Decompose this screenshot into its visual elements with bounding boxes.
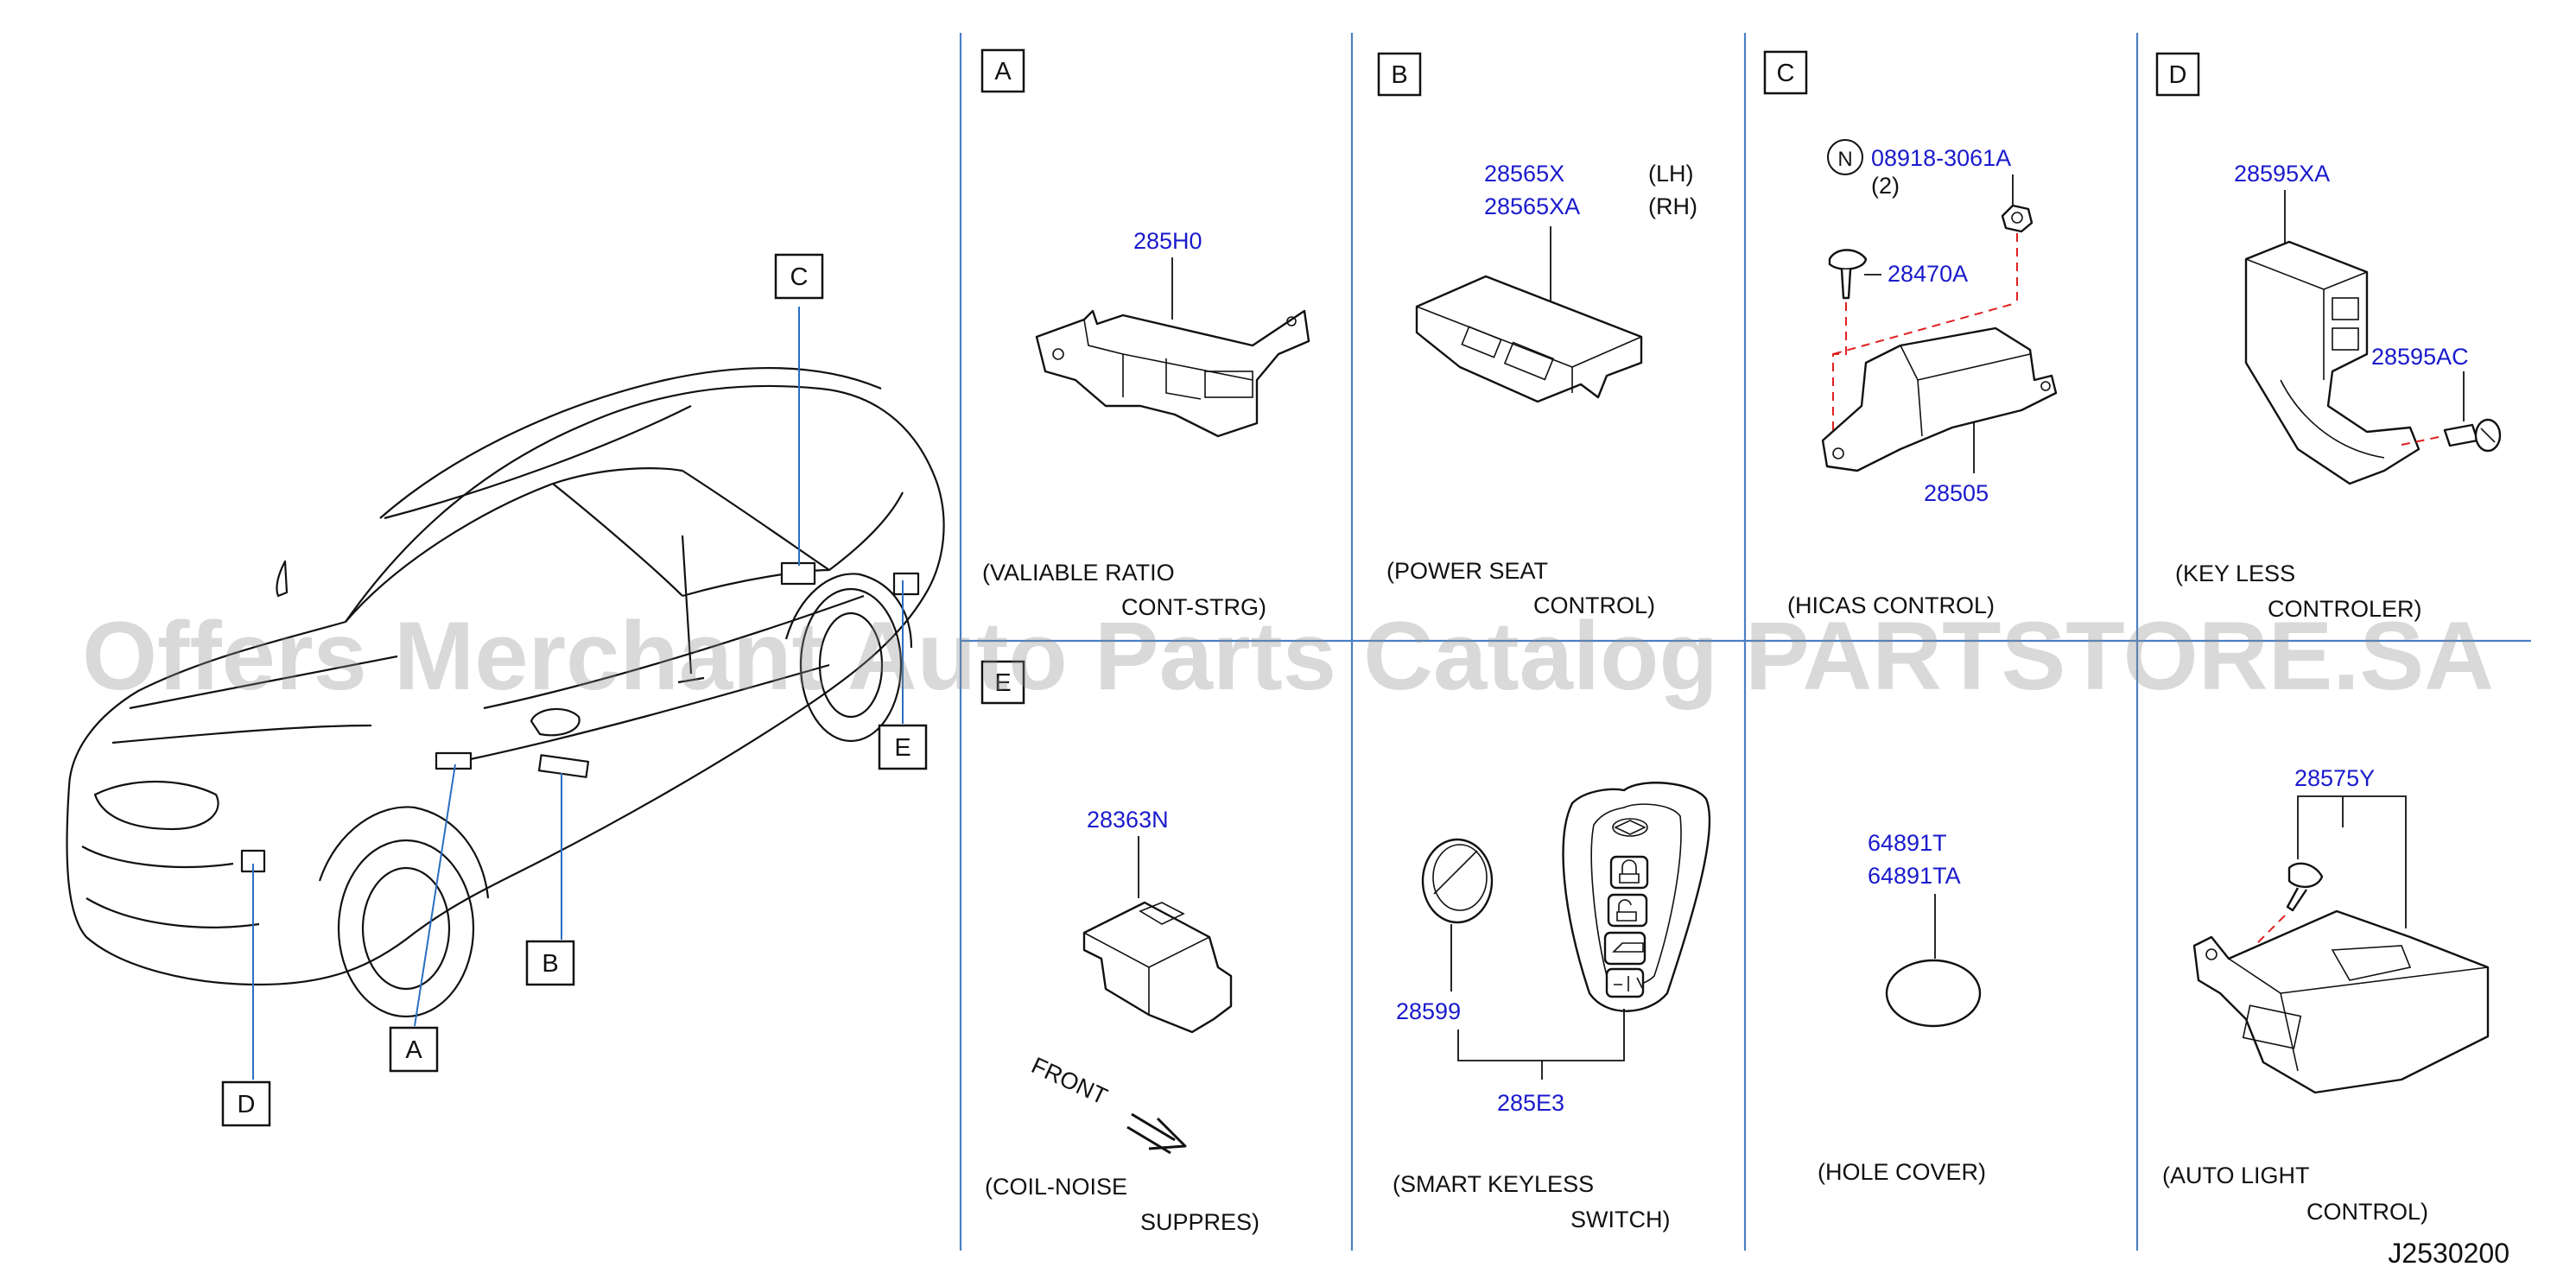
vehicle-callout-a-label: A xyxy=(405,1036,422,1064)
panel-g: 64891T 64891TA (HOLE COVER) xyxy=(1818,830,1986,1185)
part-image-28363N xyxy=(1082,901,1233,1034)
panel-f: 28599 285E3 (SMART KEYLESS SWITCH) xyxy=(1393,782,1711,1232)
panel-e-caption-1: (COIL-NOISE xyxy=(985,1174,1127,1200)
panel-grid xyxy=(959,33,2531,1251)
car-outline xyxy=(66,366,945,1018)
part-number-28595AC[interactable]: 28595AC xyxy=(2371,344,2469,370)
panel-a-letter: A xyxy=(994,58,1012,86)
part-number-285H0[interactable]: 285H0 xyxy=(1133,228,1202,254)
part-number-28363N[interactable]: 28363N xyxy=(1087,807,1169,833)
part-number-28599[interactable]: 28599 xyxy=(1396,998,1461,1024)
panel-b-caption-2: CONTROL) xyxy=(1533,592,1655,618)
vehicle-overview: C E B A D xyxy=(66,253,945,1127)
panel-c-letter-box[interactable]: C xyxy=(1763,50,1808,95)
part-number-28470A[interactable]: 28470A xyxy=(1888,261,1968,287)
panel-h-caption-2: CONTROL) xyxy=(2306,1199,2428,1225)
hole-cover-icon xyxy=(1885,959,1982,1028)
panel-e-letter-box[interactable]: E xyxy=(980,660,1025,705)
front-label: FRONT xyxy=(1027,1052,1111,1109)
nut-symbol-icon xyxy=(1827,139,1863,175)
front-arrow-icon xyxy=(1126,1112,1187,1155)
vehicle-callout-c-label: C xyxy=(790,263,809,291)
panel-a-letter-box[interactable]: A xyxy=(980,48,1025,93)
panel-h-caption-1: (AUTO LIGHT xyxy=(2162,1162,2310,1188)
part-number-64891TA[interactable]: 64891TA xyxy=(1868,863,1961,889)
side-rh: (RH) xyxy=(1648,193,1697,219)
vehicle-callout-c[interactable]: C xyxy=(774,253,824,300)
part-image-28505 xyxy=(1821,326,2058,472)
part-number-64891T[interactable]: 64891T xyxy=(1868,830,1947,856)
part-number-285E3[interactable]: 285E3 xyxy=(1497,1090,1564,1116)
watermark-text: Offers Merchant Auto Parts Catalog PARTS… xyxy=(82,602,2494,710)
part-number-28595XA[interactable]: 28595XA xyxy=(2234,161,2330,187)
part-number-08918-3061A[interactable]: 08918-3061A xyxy=(1871,145,2011,171)
panel-b: B 28565X (LH) 28565XA (RH) (POWER SEAT C… xyxy=(1377,52,1697,618)
part-number-28575Y[interactable]: 28575Y xyxy=(2294,765,2375,791)
part-image-28565X xyxy=(1415,275,1643,403)
qty-2: (2) xyxy=(1871,173,1900,199)
bolt-icon-28470A xyxy=(1828,249,1868,300)
vehicle-callout-b-label: B xyxy=(542,950,558,978)
panel-f-caption-1: (SMART KEYLESS xyxy=(1393,1171,1594,1197)
panel-a: A 285H0 (VALIABLE RATIO CONT-STRG) xyxy=(980,48,1310,620)
panel-d: D 28595XA 28595AC (KEY LESS CONTROLER) xyxy=(2155,52,2502,622)
screw-icon-28575Y xyxy=(2286,862,2324,912)
panel-d-letter: D xyxy=(2169,61,2187,89)
panel-b-caption-1: (POWER SEAT xyxy=(1386,558,1548,584)
nut-icon xyxy=(2001,204,2034,233)
nut-symbol-label: N xyxy=(1837,148,1852,171)
vehicle-callout-e[interactable]: E xyxy=(878,724,928,770)
diagram-code: J2530200 xyxy=(2388,1238,2509,1269)
panel-b-letter: B xyxy=(1391,61,1407,89)
panel-e-caption-2: SUPPRES) xyxy=(1140,1209,1259,1235)
vehicle-callout-d[interactable]: D xyxy=(221,1080,271,1127)
panel-d-caption-2: CONTROLER) xyxy=(2268,596,2422,622)
part-image-28595XA xyxy=(2244,240,2421,485)
vehicle-callout-d-label: D xyxy=(238,1091,256,1118)
part-number-28505[interactable]: 28505 xyxy=(1924,480,1989,506)
panel-a-caption-1: (VALIABLE RATIO xyxy=(982,560,1175,586)
part-image-28575Y xyxy=(2192,909,2490,1094)
panel-h: 28575Y (AUTO LIGHT CONTROL) xyxy=(2162,765,2490,1225)
panel-d-letter-box[interactable]: D xyxy=(2155,52,2200,97)
part-number-28565X[interactable]: 28565X xyxy=(1484,161,1564,187)
panel-e-letter: E xyxy=(994,669,1011,697)
vehicle-callout-b[interactable]: B xyxy=(525,940,575,986)
part-image-285H0 xyxy=(1035,309,1310,438)
panel-d-caption-1: (KEY LESS xyxy=(2175,561,2295,586)
panel-c-letter: C xyxy=(1777,60,1795,87)
part-number-28565XA[interactable]: 28565XA xyxy=(1484,193,1580,219)
panel-e: E 28363N FRONT (COIL-NOISE SUPPRES) xyxy=(980,660,1259,1235)
vehicle-callout-a[interactable]: A xyxy=(389,1026,439,1073)
side-lh: (LH) xyxy=(1648,161,1694,187)
panel-f-caption-2: SWITCH) xyxy=(1570,1207,1670,1232)
panel-c-caption-1: (HICAS CONTROL) xyxy=(1787,592,1995,618)
panel-a-caption-2: CONT-STRG) xyxy=(1121,594,1266,620)
panel-g-caption-1: (HOLE COVER) xyxy=(1818,1159,1986,1185)
panel-c: C N 08918-3061A (2) 28470A 28505 (HICAS … xyxy=(1763,50,2058,618)
vehicle-leaders xyxy=(252,307,904,1080)
panel-b-letter-box[interactable]: B xyxy=(1377,52,1422,97)
vehicle-callout-e-label: E xyxy=(894,734,910,762)
battery-icon-28599 xyxy=(1421,838,1494,924)
smart-key-fob-icon xyxy=(1562,782,1711,1012)
screw-icon-28595AC xyxy=(2443,418,2502,453)
